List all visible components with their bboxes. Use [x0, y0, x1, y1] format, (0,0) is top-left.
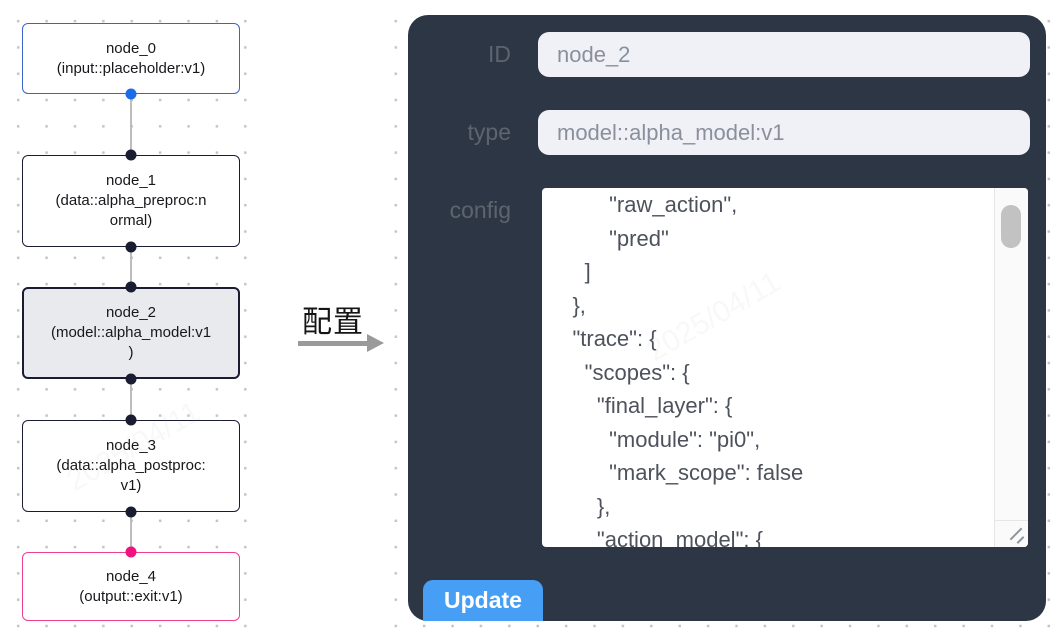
config-field-label: config — [449, 197, 511, 223]
config-scrollbar[interactable] — [994, 188, 1028, 520]
graph-node-node3[interactable]: node_3 (data::alpha_postproc: v1) — [22, 420, 240, 512]
input-port-node4[interactable] — [125, 546, 137, 558]
node-type-label: (data::alpha_preproc:n ormal) — [55, 192, 207, 229]
node-type-label: (output::exit:v1) — [79, 587, 183, 605]
node-type-label: (data::alpha_postproc: v1) — [56, 457, 206, 494]
output-port-node3[interactable] — [125, 506, 137, 518]
type-field-label: type — [467, 119, 511, 145]
config-scrollbar-thumb[interactable] — [1001, 205, 1021, 248]
id-field-label: ID — [488, 41, 511, 67]
node-title: node_3 — [105, 437, 157, 454]
node-type-label: (model::alpha_model:v1 ) — [50, 324, 212, 361]
edge-node1-node2 — [130, 247, 132, 287]
right-arrow-head-icon — [367, 334, 384, 352]
node-config-panel: ID type config "raw_action", "pred" ] },… — [408, 15, 1046, 621]
graph-canvas: node_0 (input::placeholder:v1) node_1 (d… — [0, 0, 272, 643]
node-title: node_0 — [105, 39, 157, 57]
resize-handle-icon[interactable] — [994, 520, 1028, 547]
input-port-node2[interactable] — [125, 281, 137, 293]
config-json-textarea[interactable]: "raw_action", "pred" ] }, "trace": { "sc… — [542, 188, 1028, 547]
output-port-node1[interactable] — [125, 241, 137, 253]
right-arrow-icon — [298, 341, 368, 346]
input-port-node1[interactable] — [125, 149, 137, 161]
output-port-node2[interactable] — [125, 373, 137, 385]
config-json-text: "raw_action", "pred" ] }, "trace": { "sc… — [572, 192, 804, 547]
configure-annotation: 配置 — [302, 306, 364, 339]
output-port-node0[interactable] — [125, 88, 137, 100]
graph-node-node0[interactable]: node_0 (input::placeholder:v1) — [22, 23, 240, 94]
node-type-label: (input::placeholder:v1) — [56, 59, 206, 77]
input-port-node3[interactable] — [125, 414, 137, 426]
graph-node-node1[interactable]: node_1 (data::alpha_preproc:n ormal) — [22, 155, 240, 247]
edge-node2-node3 — [130, 379, 132, 420]
node-title: node_1 — [105, 172, 157, 189]
id-input[interactable] — [538, 32, 1030, 77]
edge-node3-node4 — [130, 512, 132, 552]
node-title: node_4 — [105, 567, 157, 585]
graph-node-node4[interactable]: node_4 (output::exit:v1) — [22, 552, 240, 621]
graph-node-node2-selected[interactable]: node_2 (model::alpha_model:v1 ) — [22, 287, 240, 379]
node-title: node_2 — [105, 304, 157, 321]
type-input[interactable] — [538, 110, 1030, 155]
update-button[interactable]: Update — [423, 580, 543, 621]
edge-node0-node1 — [130, 94, 132, 155]
